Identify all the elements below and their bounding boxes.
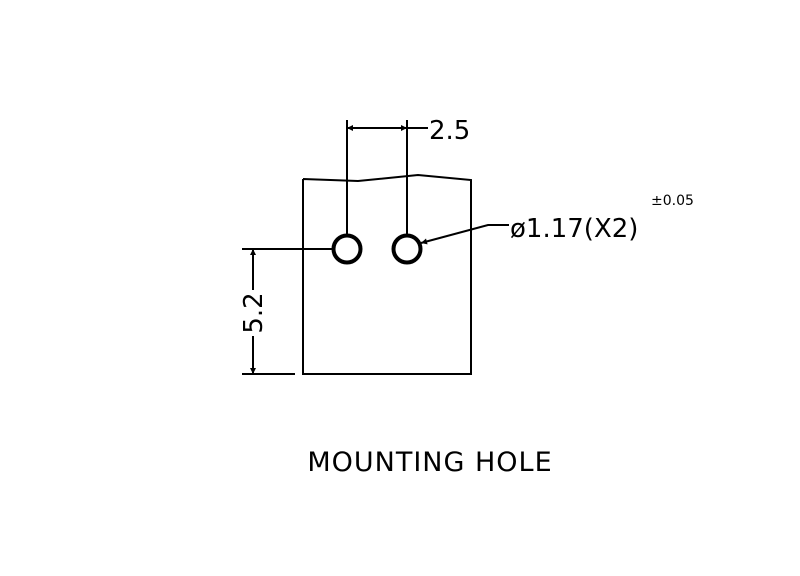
- mounting-hole-left: [331, 233, 363, 265]
- drawing-caption: MOUNTING HOLE: [307, 447, 552, 478]
- mounting-hole-right: [391, 233, 423, 265]
- hole-callout-label: ø1.17(X2): [510, 214, 638, 244]
- hole-tolerance-label: ±0.05: [651, 193, 694, 209]
- part-outline: [302, 173, 472, 375]
- pitch-dimension-label: 2.5: [429, 116, 470, 146]
- hole-callout-leader: [420, 224, 509, 245]
- height-dimension-label: 5.2: [239, 292, 269, 333]
